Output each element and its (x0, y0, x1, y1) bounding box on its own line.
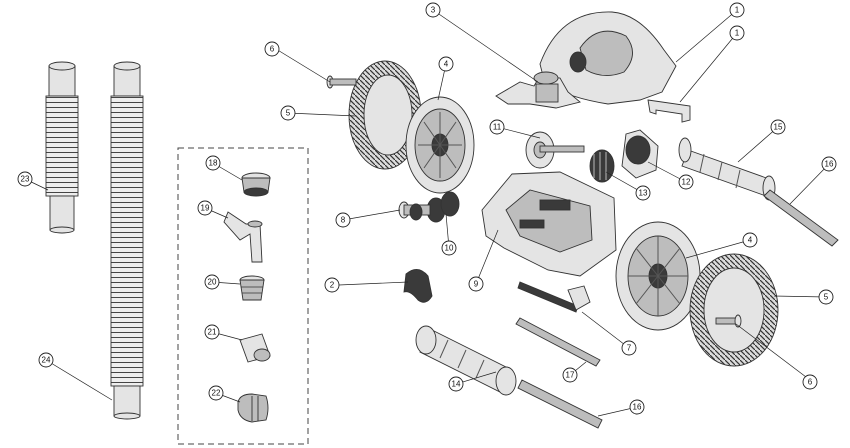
drive-gear-11 (525, 131, 585, 169)
tyre-right (689, 253, 779, 367)
axle-shaft-7 (517, 281, 591, 313)
handle-clip (647, 99, 691, 123)
svg-text:4: 4 (748, 236, 753, 245)
callout-5-left: 5 (280, 105, 296, 121)
callout-21: 21 (204, 324, 220, 340)
callout-2: 2 (324, 277, 340, 293)
callout-23: 23 (17, 171, 33, 187)
callout-17: 17 (562, 367, 578, 383)
callout-16-top: 16 (821, 156, 837, 172)
svg-text:16: 16 (825, 160, 834, 169)
svg-text:17: 17 (566, 371, 575, 380)
axle-pin-8 (398, 201, 431, 221)
svg-text:3: 3 (431, 6, 436, 15)
callout-9: 9 (468, 276, 484, 292)
hose-connector (239, 333, 271, 363)
callout-11: 11 (489, 119, 505, 135)
svg-text:1: 1 (735, 6, 740, 15)
svg-text:16: 16 (633, 403, 642, 412)
hose-weight (237, 393, 269, 423)
svg-text:19: 19 (201, 204, 210, 213)
leaf-trap-seal (239, 275, 265, 301)
turbine-gear (589, 149, 615, 183)
svg-text:10: 10 (445, 244, 454, 253)
svg-text:5: 5 (824, 293, 829, 302)
callout-13: 13 (635, 185, 651, 201)
hose-section-short (45, 61, 79, 234)
y-connector (223, 211, 263, 263)
callout-1-handle-clip: 1 (729, 25, 745, 41)
svg-text:5: 5 (286, 109, 291, 118)
chassis (481, 171, 617, 277)
axle-17 (515, 317, 601, 367)
wheel-right (615, 221, 701, 331)
svg-text:4: 4 (444, 60, 449, 69)
callout-16-bottom: 16 (629, 399, 645, 415)
svg-text:22: 22 (212, 389, 221, 398)
flap (403, 269, 433, 303)
track-16-top (763, 189, 839, 247)
svg-text:14: 14 (452, 380, 461, 389)
roller-14 (415, 325, 517, 396)
svg-text:20: 20 (208, 278, 217, 287)
callout-6-left: 6 (264, 41, 280, 57)
svg-text:13: 13 (639, 189, 648, 198)
accessory-kit-box (177, 147, 309, 445)
svg-text:1: 1 (735, 29, 740, 38)
svg-text:11: 11 (493, 123, 502, 132)
wheel-left (405, 96, 475, 194)
callout-14: 14 (448, 376, 464, 392)
callout-18: 18 (205, 155, 221, 171)
leader-lines (24, 9, 830, 417)
svg-text:2: 2 (330, 281, 335, 290)
callout-4-right: 4 (742, 232, 758, 248)
svg-text:8: 8 (341, 216, 346, 225)
svg-text:6: 6 (808, 378, 813, 387)
callout-10: 10 (441, 240, 457, 256)
callout-7: 7 (621, 340, 637, 356)
wheel-pin-left (326, 75, 357, 89)
callout-3: 3 (425, 2, 441, 18)
hose-section-long (110, 61, 144, 420)
svg-text:21: 21 (208, 328, 217, 337)
svg-text:24: 24 (42, 356, 51, 365)
callout-6-right: 6 (802, 374, 818, 390)
callout-1-top-cover: 1 (729, 2, 745, 18)
callout-8: 8 (335, 212, 351, 228)
callout-15: 15 (770, 119, 786, 135)
gear-cover-12 (621, 129, 659, 179)
callout-20: 20 (204, 274, 220, 290)
svg-text:18: 18 (209, 159, 218, 168)
axle-gears-10 (426, 191, 460, 223)
track-16-bottom (517, 379, 603, 429)
tyre-left (348, 60, 422, 170)
callout-24: 24 (38, 352, 54, 368)
hose-cone-adaptor (241, 172, 271, 197)
callout-4-left: 4 (438, 56, 454, 72)
swivel-neck (495, 71, 581, 109)
callout-22: 22 (208, 385, 224, 401)
svg-text:12: 12 (682, 178, 691, 187)
svg-text:15: 15 (774, 123, 783, 132)
svg-text:7: 7 (627, 344, 632, 353)
svg-text:23: 23 (21, 175, 30, 184)
roller-15 (678, 137, 776, 201)
svg-text:9: 9 (474, 280, 479, 289)
top-cover (539, 11, 677, 105)
callout-19: 19 (197, 200, 213, 216)
svg-text:6: 6 (270, 45, 275, 54)
callout-12: 12 (678, 174, 694, 190)
callout-5-right: 5 (818, 289, 834, 305)
